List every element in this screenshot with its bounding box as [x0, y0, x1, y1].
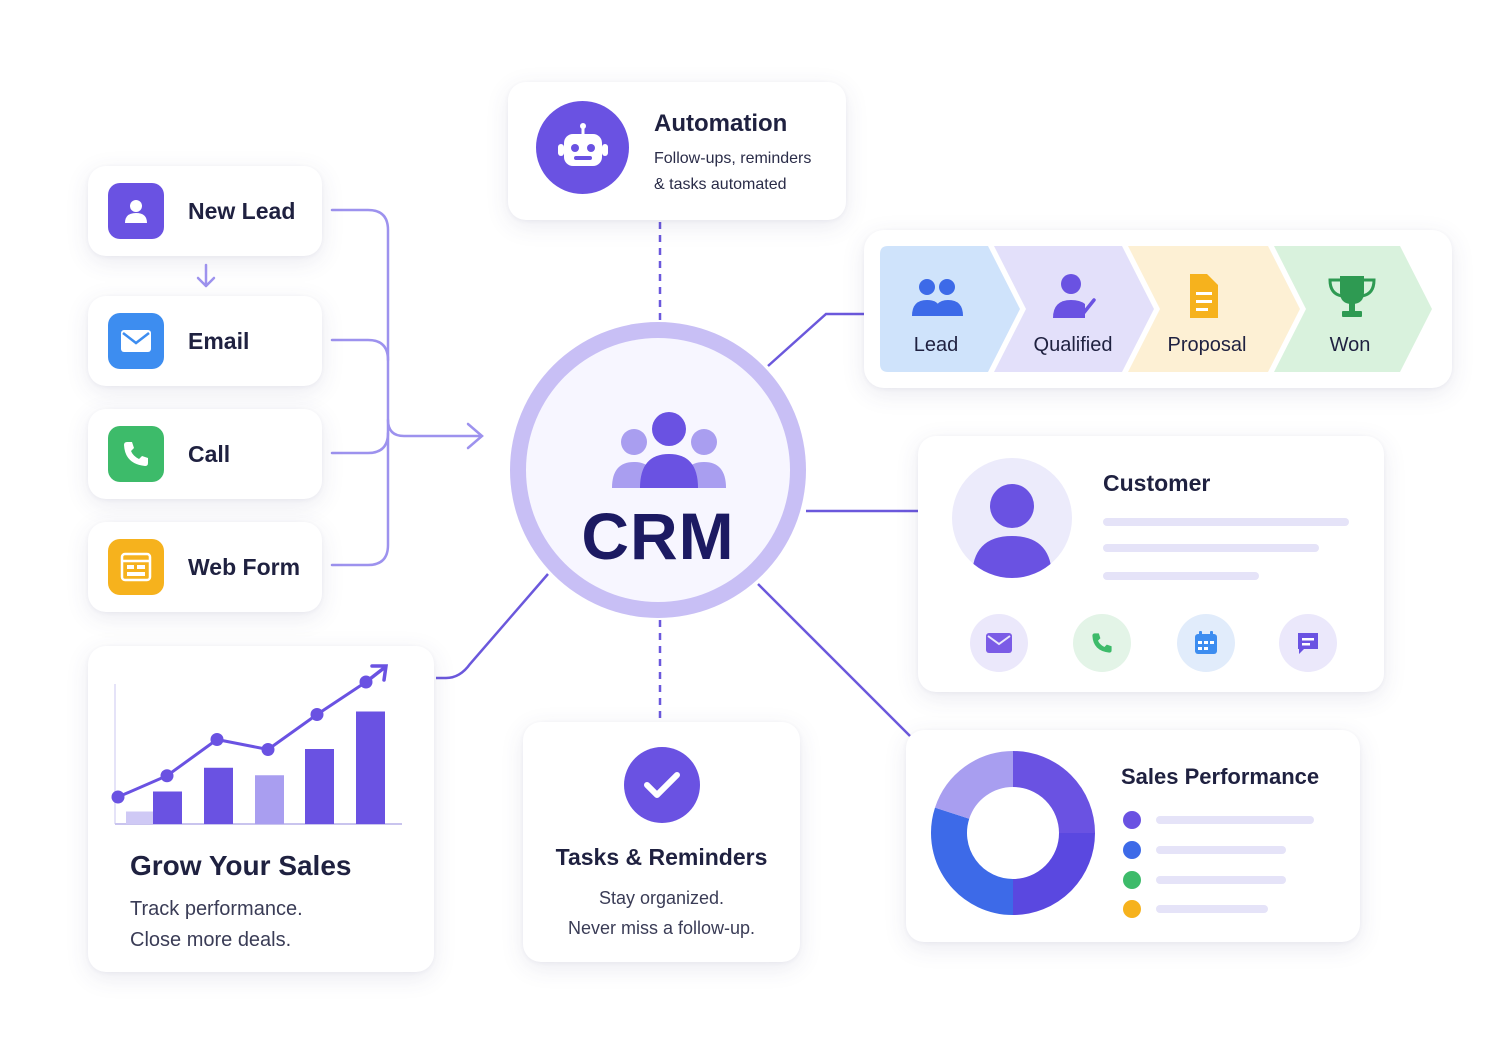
automation-desc-line1: Follow-ups, reminders	[654, 150, 812, 167]
robot-icon	[536, 101, 629, 194]
chart-bar	[126, 811, 153, 824]
legend-line	[1156, 846, 1286, 854]
source-card-web-form[interactable]: Web Form	[88, 522, 322, 612]
source-label: New Lead	[188, 197, 296, 224]
placeholder-line	[1103, 572, 1259, 580]
donut-slice	[935, 751, 1014, 820]
document-icon	[1190, 274, 1218, 318]
avatar	[952, 458, 1072, 578]
call-action-button[interactable]	[1073, 614, 1131, 672]
crm-label: CRM	[581, 499, 735, 573]
growth-chart	[111, 664, 402, 825]
user-icon	[108, 183, 164, 239]
chart-bar	[204, 767, 233, 824]
trend-point	[261, 743, 275, 756]
grow-title: Grow Your Sales	[130, 850, 352, 881]
legend-line	[1156, 876, 1286, 884]
calendar-icon	[1195, 631, 1217, 654]
customer-title: Customer	[1103, 470, 1211, 496]
source-card-new-lead[interactable]: New Lead	[88, 166, 322, 256]
check-icon	[624, 747, 700, 823]
donut-slice	[931, 807, 1014, 915]
grow-sales-card[interactable]: Grow Your Sales Track performance. Close…	[88, 646, 434, 972]
phone-icon	[108, 426, 164, 482]
people-icon	[612, 412, 726, 488]
grow-desc-line2: Close more deals.	[130, 929, 292, 951]
legend-line	[1156, 816, 1314, 824]
grow-desc-line1: Track performance.	[130, 898, 303, 920]
trend-point	[210, 733, 224, 746]
source-label: Web Form	[188, 553, 301, 580]
pipeline-card[interactable]: Lead Qualified Proposal Won	[864, 230, 1452, 388]
automation-title: Automation	[654, 110, 788, 137]
stage-label: Proposal	[1167, 334, 1247, 356]
stage-label: Won	[1329, 334, 1371, 356]
trend-point	[160, 769, 174, 783]
stage-label: Lead	[913, 334, 959, 356]
source-card-call[interactable]: Call	[88, 409, 322, 499]
tasks-desc-line2: Never miss a follow-up.	[567, 918, 756, 938]
chat-icon	[1298, 633, 1318, 654]
envelope-icon	[986, 633, 1012, 653]
legend-dot	[1123, 811, 1141, 829]
user-check-icon	[1053, 274, 1096, 318]
legend-dot	[1123, 871, 1141, 889]
tasks-desc-line1: Stay organized.	[598, 888, 725, 908]
trend-point	[111, 790, 125, 804]
chart-bar	[255, 775, 284, 824]
chart-bar	[305, 749, 334, 824]
legend-line	[1156, 905, 1268, 913]
customer-card[interactable]: Customer	[918, 436, 1384, 692]
trend-arrow	[364, 664, 389, 684]
source-card-email[interactable]: Email	[88, 296, 322, 386]
placeholder-line	[1103, 544, 1319, 552]
chart-bar	[356, 711, 385, 824]
automation-desc-line2: & tasks automated	[654, 176, 787, 193]
trend-point	[310, 708, 324, 721]
chart-bar	[153, 791, 182, 824]
crm-hub[interactable]: CRM	[510, 322, 806, 618]
form-icon	[108, 539, 164, 595]
envelope-icon	[108, 313, 164, 369]
sales-performance-card[interactable]: Sales Performance	[906, 730, 1360, 942]
donut-slice	[1012, 751, 1095, 834]
legend-dot	[1123, 841, 1141, 859]
donut-slice	[1012, 832, 1095, 915]
sales-title: Sales Performance	[1121, 764, 1320, 789]
tasks-title: Tasks & Reminders	[555, 844, 768, 870]
calendar-action-button[interactable]	[1177, 614, 1235, 672]
source-label: Call	[188, 440, 231, 467]
stage-label: Qualified	[1033, 334, 1113, 356]
source-label: Email	[188, 327, 250, 354]
phone-icon	[1092, 633, 1112, 653]
arrow-down-icon	[196, 263, 216, 288]
email-action-button[interactable]	[970, 614, 1028, 672]
users-icon	[912, 279, 963, 316]
trophy-icon	[1328, 276, 1376, 317]
donut-chart	[931, 751, 1095, 915]
trend-line	[117, 680, 367, 799]
automation-card[interactable]: Automation Follow-ups, reminders & tasks…	[508, 82, 846, 220]
tasks-card[interactable]: Tasks & Reminders Stay organized. Never …	[523, 722, 800, 962]
chat-action-button[interactable]	[1279, 614, 1337, 672]
legend-dot	[1123, 900, 1141, 918]
placeholder-line	[1103, 518, 1349, 526]
